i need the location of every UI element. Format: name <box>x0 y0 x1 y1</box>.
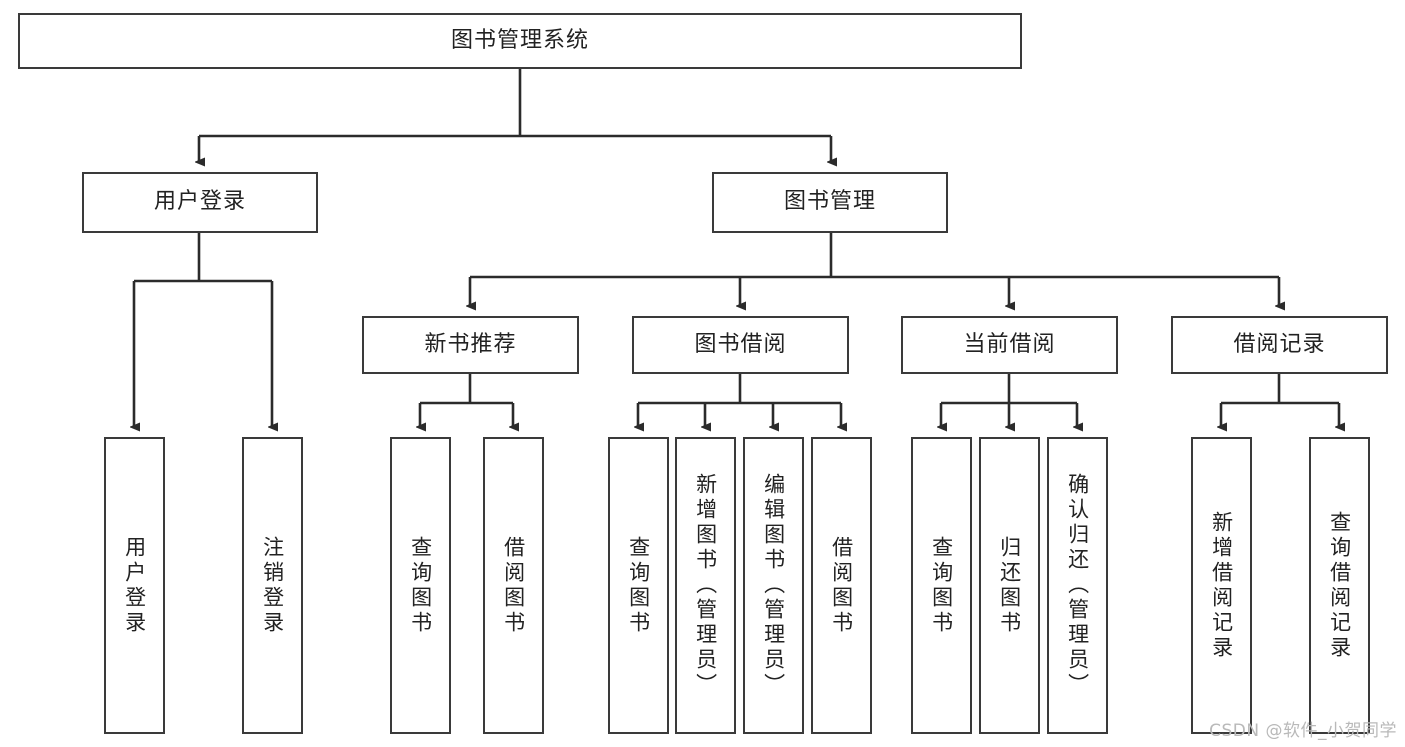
node-label: 确认归还（管理员） <box>1065 473 1090 698</box>
node-root-system[interactable]: 图书管理系统 <box>18 13 1022 69</box>
leaf-current-query-book[interactable]: 查询图书 <box>911 437 972 734</box>
node-label: 查询借阅记录 <box>1327 510 1352 661</box>
node-label: 图书借阅 <box>694 331 787 357</box>
leaf-new-book-borrow[interactable]: 借阅图书 <box>483 437 544 734</box>
leaf-user-login-login[interactable]: 用户登录 <box>104 437 165 734</box>
node-label: 新书推荐 <box>424 331 517 357</box>
node-label: 借阅记录 <box>1233 331 1326 357</box>
node-label: 查询图书 <box>626 535 651 636</box>
node-label: 用户登录 <box>122 535 147 636</box>
node-label: 当前借阅 <box>963 331 1056 357</box>
node-label: 归还图书 <box>997 535 1022 636</box>
leaf-new-book-query[interactable]: 查询图书 <box>390 437 451 734</box>
leaf-current-confirm-return-admin[interactable]: 确认归还（管理员） <box>1047 437 1108 734</box>
node-label: 查询图书 <box>929 535 954 636</box>
node-label: 注销登录 <box>260 535 285 636</box>
node-book-borrow[interactable]: 图书借阅 <box>632 316 849 374</box>
leaf-borrow-borrow-book[interactable]: 借阅图书 <box>811 437 872 734</box>
node-user-login[interactable]: 用户登录 <box>82 172 318 233</box>
leaf-borrow-query-book[interactable]: 查询图书 <box>608 437 669 734</box>
node-book-management[interactable]: 图书管理 <box>712 172 948 233</box>
node-label: 图书管理 <box>783 189 876 215</box>
node-label: 借阅图书 <box>829 535 854 636</box>
node-label: 借阅图书 <box>501 535 526 636</box>
leaf-current-return-book[interactable]: 归还图书 <box>979 437 1040 734</box>
node-new-book-recommend[interactable]: 新书推荐 <box>362 316 579 374</box>
node-label: 查询图书 <box>408 535 433 636</box>
node-label: 用户登录 <box>153 189 246 215</box>
node-label: 新增借阅记录 <box>1209 510 1234 661</box>
node-current-borrow[interactable]: 当前借阅 <box>901 316 1118 374</box>
leaf-borrow-edit-book-admin[interactable]: 编辑图书（管理员） <box>743 437 804 734</box>
leaf-user-login-logout[interactable]: 注销登录 <box>242 437 303 734</box>
watermark-text: CSDN @软件_小贺同学 <box>1209 721 1397 741</box>
leaf-record-add-record[interactable]: 新增借阅记录 <box>1191 437 1252 734</box>
leaf-borrow-add-book-admin[interactable]: 新增图书（管理员） <box>675 437 736 734</box>
node-borrow-record[interactable]: 借阅记录 <box>1171 316 1388 374</box>
leaf-record-query-record[interactable]: 查询借阅记录 <box>1309 437 1370 734</box>
node-label: 编辑图书（管理员） <box>761 473 786 698</box>
node-label: 图书管理系统 <box>450 27 589 53</box>
node-label: 新增图书（管理员） <box>693 473 718 698</box>
